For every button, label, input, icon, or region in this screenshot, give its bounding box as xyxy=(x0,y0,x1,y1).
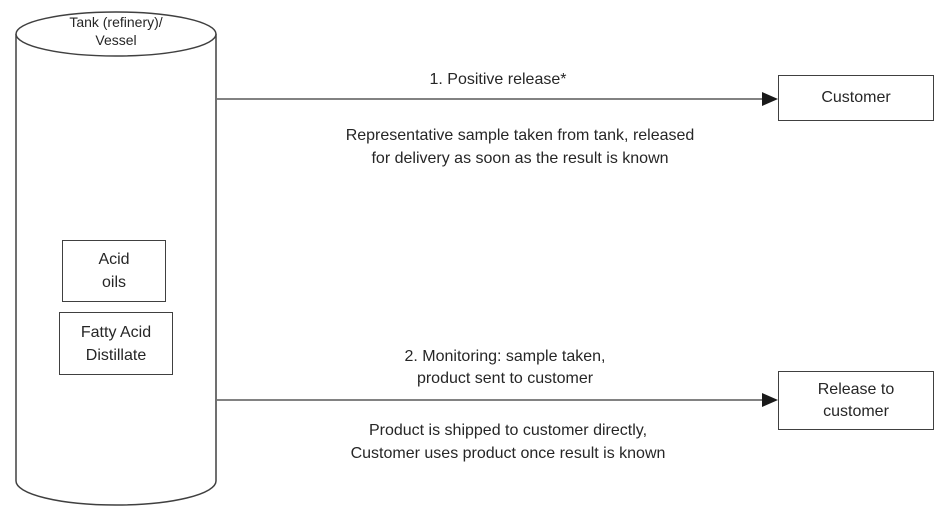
customer-box: Customer xyxy=(778,75,934,121)
customer-box-label: Customer xyxy=(821,89,891,106)
tank-cylinder-top-rim xyxy=(15,11,217,57)
flow-2-title: 2. Monitoring: sample taken, product sen… xyxy=(220,346,790,390)
tank-label-line-2: Vessel xyxy=(95,32,137,48)
flow-1-title-line: 1. Positive release* xyxy=(429,71,567,88)
flow-1-note: Representative sample taken from tank, r… xyxy=(240,124,800,170)
content-label-line: Acid xyxy=(98,251,130,268)
flow-1-note-line: for delivery as soon as the result is kn… xyxy=(371,150,669,167)
content-label-line: Distillate xyxy=(85,346,147,364)
flow-2-note: Product is shipped to customer directly,… xyxy=(218,419,798,465)
tank-content-box-fatty-acid-distillate: Fatty Acid Distillate xyxy=(59,312,173,375)
flow-1-note-line: Representative sample taken from tank, r… xyxy=(345,127,695,144)
content-label-line: Fatty Acid xyxy=(80,323,152,341)
release-to-customer-box: Release to customer xyxy=(778,371,934,430)
release-box-label-line: Release to xyxy=(817,380,895,398)
flow-arrow-1-head-icon xyxy=(762,92,778,106)
flow-1-title: 1. Positive release* xyxy=(218,69,778,90)
tank-label: Tank (refinery)/ Vessel xyxy=(16,13,216,49)
flow-2-note-line: Product is shipped to customer directly, xyxy=(368,422,648,439)
flow-2-title-line: 2. Monitoring: sample taken, xyxy=(404,348,606,365)
tank-content-box-acid-oils: Acid oils xyxy=(62,240,166,302)
release-box-label-line: customer xyxy=(823,402,889,420)
flow-2-title-line: product sent to customer xyxy=(416,370,594,387)
tank-label-line-1: Tank (refinery)/ xyxy=(69,14,163,30)
flow-2-note-line: Customer uses product once result is kno… xyxy=(350,445,666,462)
flow-arrow-2-head-icon xyxy=(762,393,778,407)
content-label-line: oils xyxy=(101,274,126,291)
